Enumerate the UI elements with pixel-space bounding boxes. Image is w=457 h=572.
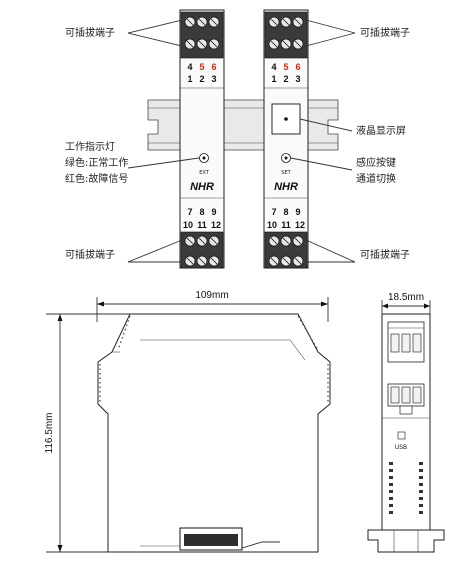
terminal-num-12-r: 12: [295, 220, 305, 230]
terminal-num-2: 2: [199, 74, 204, 84]
label-indicator-title: 工作指示灯: [65, 140, 115, 153]
screw-row-top-right: [268, 16, 304, 50]
terminal-num-6-r: 6: [295, 62, 300, 72]
module-left: 4 5 6 1 2 3 EXT NHR 7 8 9 10 11 12: [179, 9, 225, 269]
led-label-left: EXT: [199, 170, 209, 176]
module-right: 4 5 6 1 2 3 SET NHR 7 8 9 10 11 12: [263, 9, 309, 269]
terminal-num-3: 3: [211, 74, 216, 84]
terminal-num-7-r: 7: [271, 207, 276, 217]
terminal-num-8: 8: [199, 207, 204, 217]
terminal-num-5-r: 5: [283, 62, 288, 72]
label-plug-terminal-bottom-left: 可插拔端子: [65, 248, 115, 261]
terminal-num-7: 7: [187, 207, 192, 217]
brand-logo-left: NHR: [190, 181, 214, 193]
dimension-thickness: 18.5mm: [388, 292, 424, 303]
callouts: 可插拔端子 可插拔端子 液晶显示屏 工作指示灯 绿色:正常工作 红色:故障信号 …: [65, 19, 410, 263]
terminal-num-2-r: 2: [283, 74, 288, 84]
label-plug-terminal-top-right: 可插拔端子: [360, 26, 410, 39]
label-plug-terminal-bottom-right: 可插拔端子: [360, 248, 410, 261]
led-label-right: SET: [281, 170, 291, 176]
terminal-num-10: 10: [183, 220, 193, 230]
terminal-num-11: 11: [197, 220, 207, 230]
label-lcd-display: 液晶显示屏: [356, 124, 406, 137]
dimension-height: 116.5mm: [44, 413, 55, 454]
din-rail: [147, 99, 339, 151]
label-indicator-green: 绿色:正常工作: [65, 156, 128, 169]
terminal-num-1-r: 1: [271, 74, 276, 84]
usb-label: USB: [395, 444, 407, 451]
usb-port[interactable]: [397, 431, 406, 440]
terminal-num-4-r: 4: [271, 62, 276, 72]
screw-row-top-left-2: [184, 38, 220, 50]
screw-row-bottom-right: [268, 235, 304, 267]
label-sensor-button-line2: 通道切换: [356, 172, 396, 185]
label-sensor-button-line1: 感应按键: [356, 156, 396, 169]
terminal-num-10-r: 10: [267, 220, 277, 230]
terminal-num-3-r: 3: [295, 74, 300, 84]
dimension-width: 109mm: [195, 290, 228, 301]
terminal-num-11-r: 11: [281, 220, 291, 230]
terminal-num-9: 9: [211, 207, 216, 217]
terminal-num-9-r: 9: [295, 207, 300, 217]
screw-row-bottom-left: [184, 235, 220, 267]
label-plug-terminal-top-left: 可插拔端子: [65, 26, 115, 39]
terminal-num-8-r: 8: [283, 207, 288, 217]
brand-logo-right: NHR: [274, 181, 298, 193]
terminal-num-12: 12: [211, 220, 221, 230]
terminal-num-1: 1: [187, 74, 192, 84]
side-profile-view: 109mm 116.5mm: [44, 290, 331, 553]
terminal-num-5: 5: [199, 62, 204, 72]
narrow-front-view: 18.5mm USB: [367, 292, 445, 553]
terminal-num-4: 4: [187, 62, 192, 72]
terminal-num-6: 6: [211, 62, 216, 72]
screw-row-top-left-1: [184, 16, 220, 28]
label-indicator-red: 红色:故障信号: [65, 172, 128, 185]
